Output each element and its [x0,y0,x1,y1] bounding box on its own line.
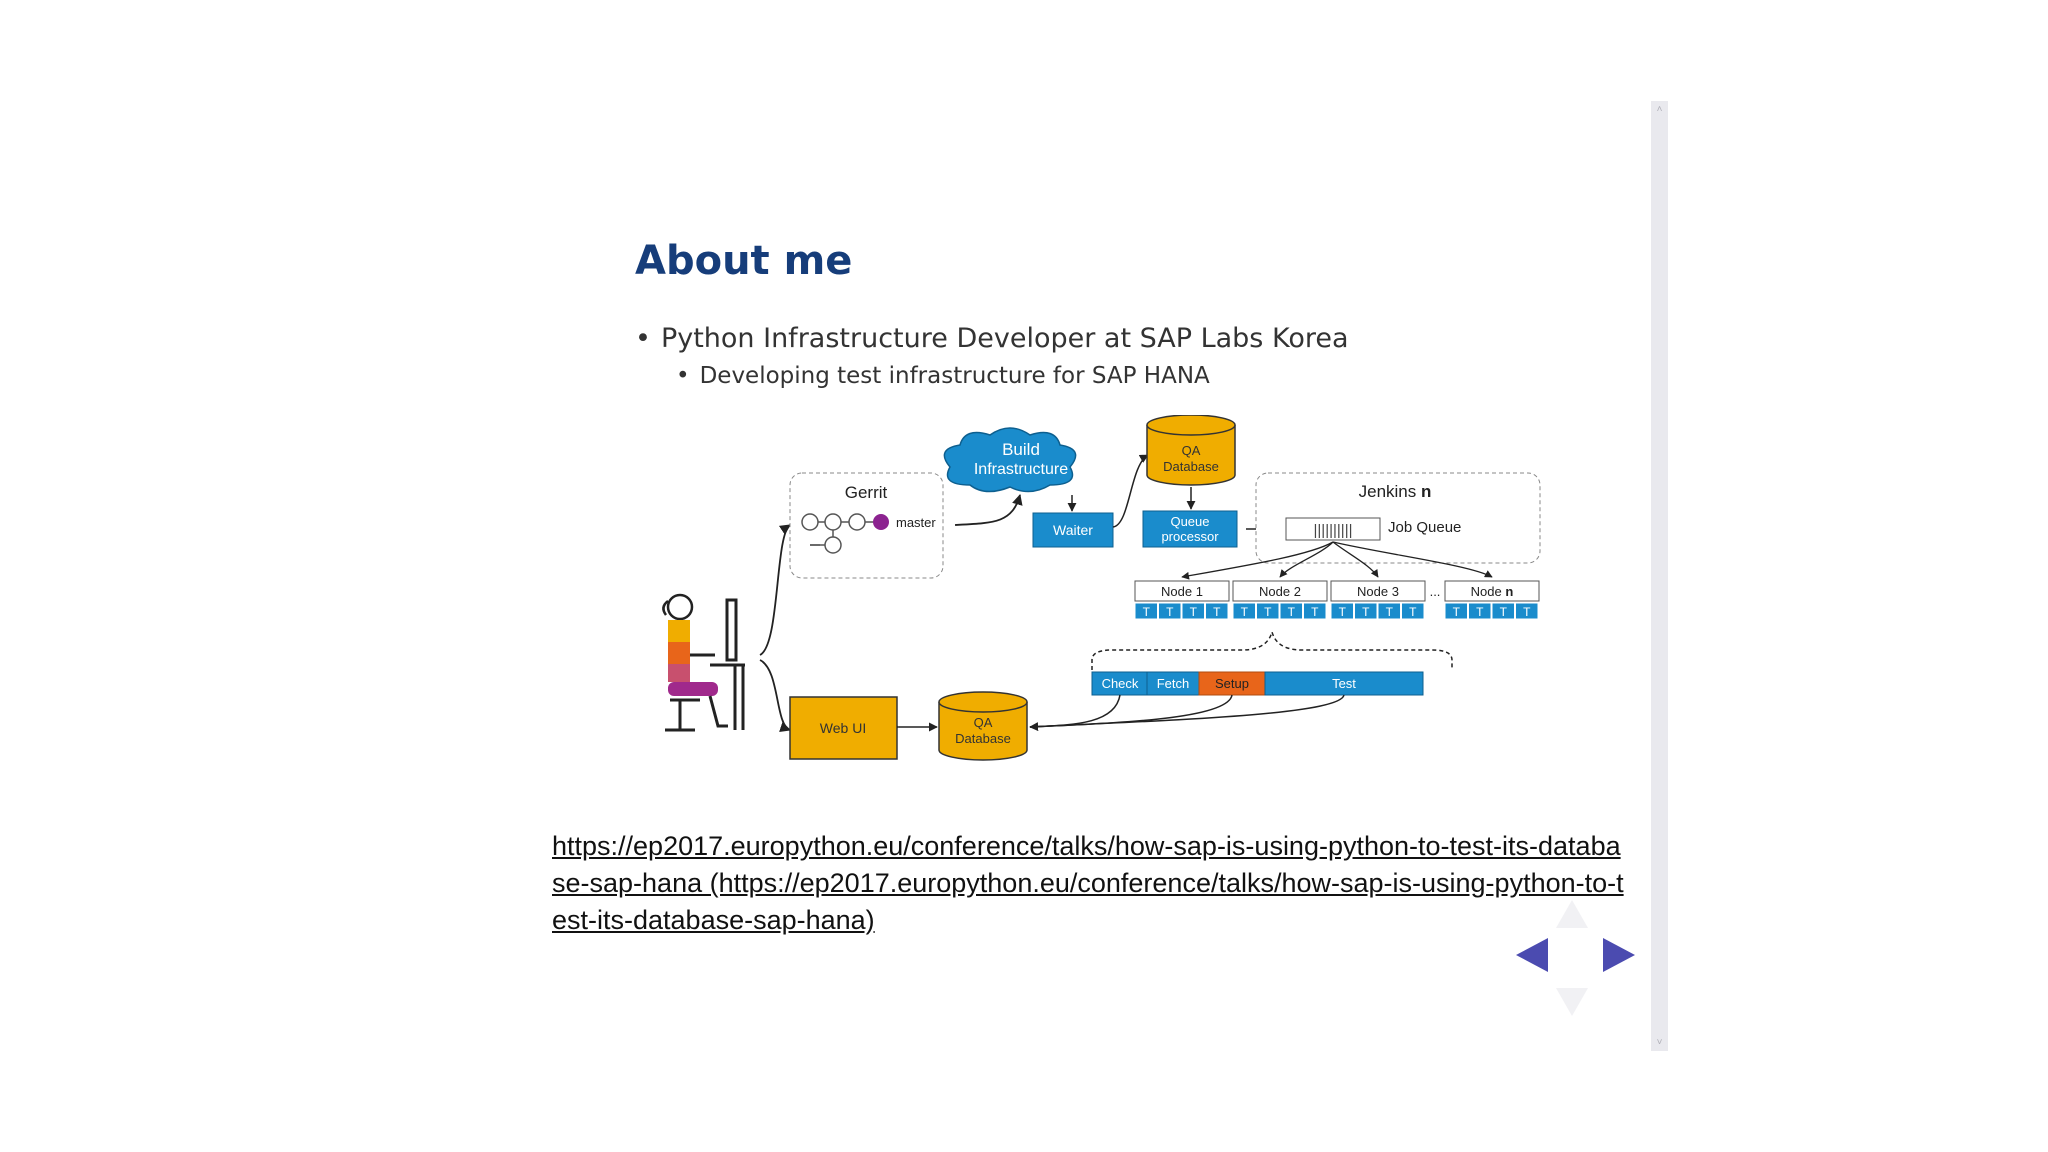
nav-up-arrow-icon[interactable] [1556,900,1588,928]
task-cell-label: T [1362,605,1370,619]
slide-navigation [1508,900,1636,1020]
master-label: master [896,515,936,530]
task-cell [1205,602,1229,620]
bullet-1-text: Python Infrastructure Developer at SAP L… [660,323,1349,354]
queue-processor-box [1142,510,1238,548]
build-label-line1: Build [1002,440,1040,459]
task-cell-label: T [1339,605,1347,619]
previous-slide-arrow-icon[interactable] [1516,938,1548,972]
task-cell [1491,602,1515,620]
node-list: Node 1 Node 2 Node 3 ... Node n [1134,580,1540,602]
scroll-down-arrow-icon[interactable]: ˅ [1656,1037,1663,1048]
architecture-diagram: Gerrit master Build Infrastructure Waite… [662,415,1541,761]
database-icon [1146,415,1236,486]
task-cell [1330,602,1354,620]
talk-link[interactable]: https://ep2017.europython.eu/conference/… [552,831,1624,935]
waiter-box [1032,512,1114,548]
web-ui-label: Web UI [820,720,866,736]
node-1-label: Node 1 [1161,584,1203,599]
task-cell [1256,602,1280,620]
task-cell [1354,602,1378,620]
bullet-symbol: • [635,323,651,354]
queue-label-line2: processor [1161,529,1219,544]
job-queue-box [1285,517,1381,541]
qa-db-top-line1: QA [1182,443,1201,458]
task-cell [1515,602,1539,620]
web-ui-box [789,696,898,760]
database-icon [938,691,1028,761]
gerrit-label: Gerrit [845,483,888,502]
task-cell [1303,602,1327,620]
qa-db-bottom-line2: Database [955,731,1011,746]
pipeline-check-label: Check [1102,676,1139,691]
task-cell-label: T [1190,605,1198,619]
node-2-label: Node 2 [1259,584,1301,599]
next-slide-arrow-icon[interactable] [1603,938,1635,972]
pipeline-bar: Check Fetch Setup Test [1091,671,1424,696]
node-3 [1330,580,1426,602]
task-cell [1377,602,1401,620]
node-3-label: Node 3 [1357,584,1399,599]
task-cell [1401,602,1425,620]
git-branch-icon [801,513,889,554]
queue-label-line1: Queue [1170,514,1209,529]
task-cell-label: T [1500,605,1508,619]
vertical-scrollbar[interactable]: ˄ ˅ [1651,101,1668,1051]
task-cell-label: T [1523,605,1531,619]
task-cell [1279,602,1303,620]
bullet-2-text: Developing test infrastructure for SAP H… [699,363,1210,389]
job-queue-label: Job Queue [1388,519,1461,536]
task-cell-label: T [1241,605,1249,619]
task-cell-label: T [1409,605,1417,619]
task-cell [1232,602,1256,620]
scroll-up-arrow-icon[interactable]: ˄ [1656,104,1663,115]
task-cell-label: T [1166,605,1174,619]
node-1 [1134,580,1230,602]
node-2 [1232,580,1328,602]
job-queue-bars: |||||||||| [1314,522,1353,539]
node-ellipsis: ... [1430,584,1441,599]
task-cell-label: T [1143,605,1151,619]
nav-down-arrow-icon[interactable] [1556,988,1588,1016]
task-cell [1444,602,1468,620]
task-cell-label: T [1386,605,1394,619]
task-cell-label: T [1311,605,1319,619]
bullet-level-1: • Python Infrastructure Developer at SAP … [635,323,1349,354]
task-cell-label: T [1476,605,1484,619]
task-cell-label: T [1264,605,1272,619]
bullet-symbol: • [676,363,690,389]
pipeline-fetch-label: Fetch [1157,676,1190,691]
jenkins-label: Jenkins n [1359,482,1432,501]
developer-figure-icon [662,593,745,732]
task-cell [1468,602,1492,620]
task-cell [1181,602,1205,620]
cloud-icon [943,427,1077,493]
task-cell-label: T [1213,605,1221,619]
task-cell [1158,602,1182,620]
node-n [1444,580,1540,602]
waiter-label: Waiter [1053,522,1093,538]
task-cell [1134,602,1158,620]
qa-db-bottom-line1: QA [974,715,993,730]
task-cell-label: T [1288,605,1296,619]
pipeline-setup-label: Setup [1215,676,1249,691]
pipeline-test-label: Test [1332,676,1356,691]
build-label-line2: Infrastructure [974,461,1068,478]
task-cell-label: T [1453,605,1461,619]
qa-db-top-line2: Database [1163,459,1219,474]
slide-title: About me [635,238,853,284]
bullet-level-2: • Developing test infrastructure for SAP … [676,363,1210,389]
node-n-label: Node n [1471,584,1514,599]
